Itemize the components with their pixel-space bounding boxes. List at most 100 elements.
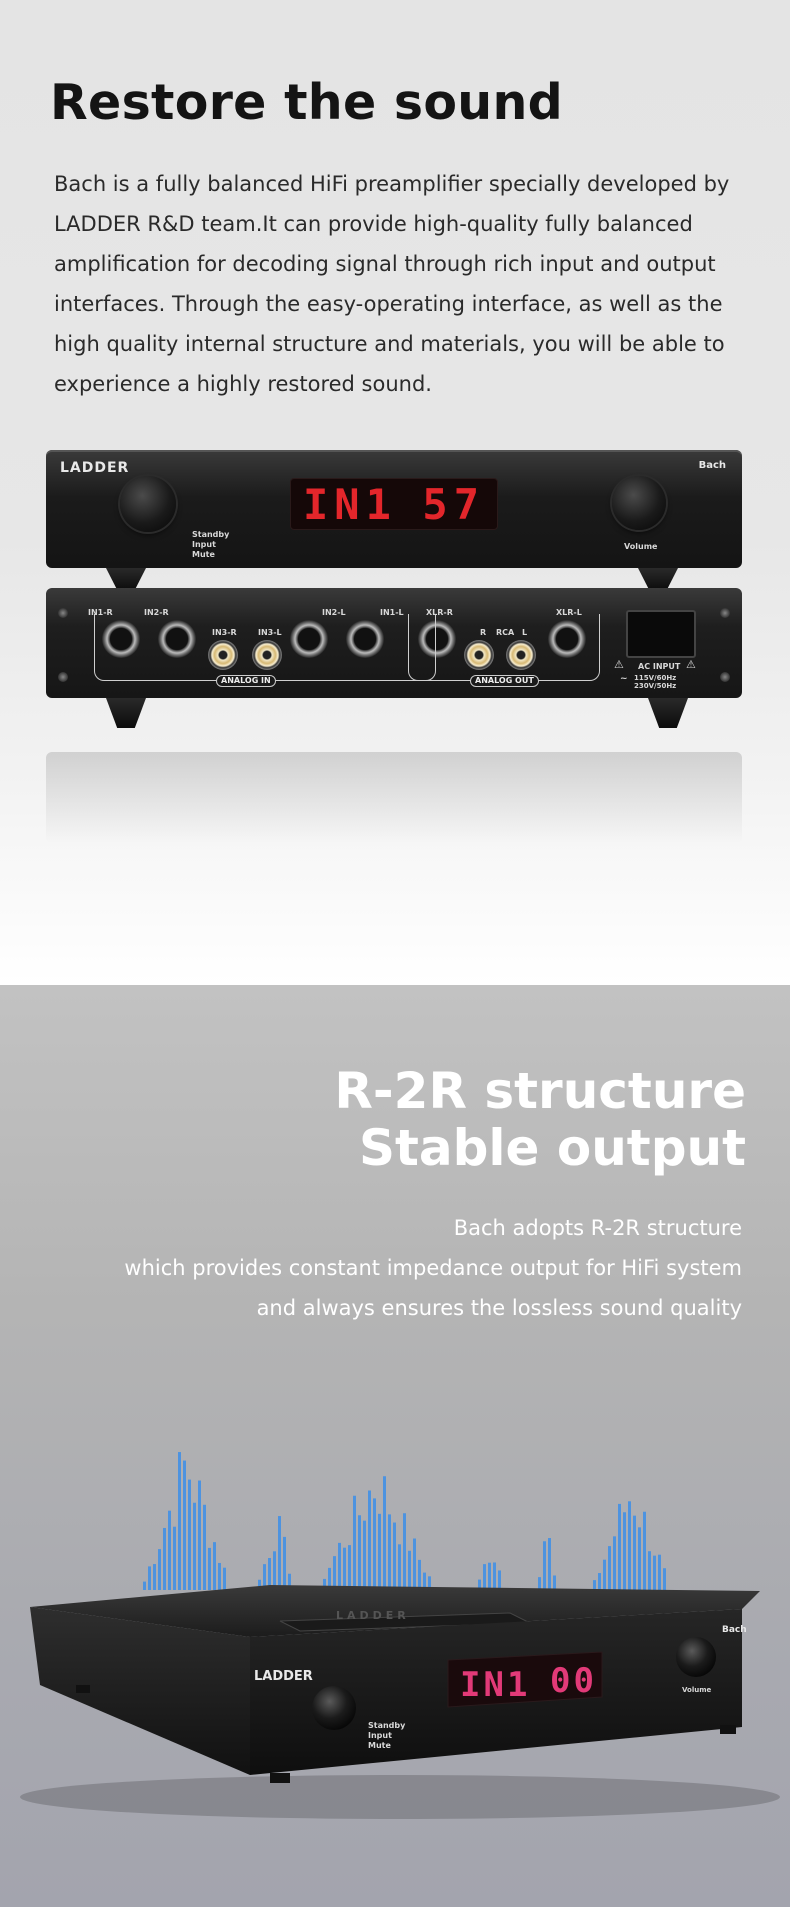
warning-icon: ⚠ (614, 658, 624, 671)
paragraph-line: LADDER R&D team.It can provide high-qual… (54, 212, 693, 236)
wave-bar (633, 1515, 636, 1590)
xlr-out-r-connector (418, 620, 456, 658)
device-shadow (20, 1775, 780, 1819)
ac-input-socket (626, 610, 696, 658)
foot (270, 1773, 290, 1783)
section-r2r-structure: R-2R structure Stable output Bach adopts… (0, 985, 790, 1907)
wave-bar (163, 1527, 166, 1590)
wave-bar (363, 1520, 366, 1590)
screw (720, 672, 730, 682)
voltage-115: 115V/60Hz (634, 674, 677, 682)
top-logo: LADDER (336, 1609, 410, 1622)
display-input: IN1 (303, 479, 397, 529)
wave-bar (403, 1513, 406, 1590)
wave-bar (208, 1547, 211, 1590)
label-input: Input (192, 540, 216, 549)
paragraph-line: experience a highly restored sound. (54, 372, 432, 396)
wave-bar (283, 1536, 286, 1590)
wave-bar (623, 1512, 626, 1590)
wave-bar (648, 1551, 651, 1590)
wave-bar (353, 1495, 356, 1590)
wave-bar (148, 1566, 151, 1590)
voltage-230: 230V/50Hz (634, 682, 677, 690)
label-in1-l: IN1-L (380, 608, 404, 617)
analog-out-bracket (408, 614, 600, 681)
front-display: IN1 57 (290, 478, 498, 530)
paragraph-line: amplification for decoding signal throug… (54, 252, 716, 276)
wave-bar (538, 1577, 541, 1590)
standby-knob-labels: Standby Input Mute (192, 530, 229, 560)
wave-bar (488, 1562, 491, 1590)
label-in3-l: IN3-L (258, 628, 282, 637)
analog-in-label: ANALOG IN (216, 675, 276, 687)
wave-bar (613, 1536, 616, 1590)
device-top (30, 1585, 760, 1637)
screw (720, 608, 730, 618)
wave-bar (273, 1551, 276, 1590)
screw (58, 672, 68, 682)
display-input: IN1 (460, 1665, 531, 1705)
sound-wave-graphic (143, 1452, 666, 1590)
wave-bar (263, 1564, 266, 1590)
wave-bar (478, 1579, 481, 1590)
foot (106, 568, 146, 590)
front-panel-image: LADDER Bach Standby Input Mute IN1 57 Vo… (46, 450, 742, 568)
section-title: R-2R structure Stable output (334, 1063, 746, 1177)
wave-bar (328, 1567, 331, 1590)
wave-bar (388, 1514, 391, 1590)
wave-bar (428, 1576, 431, 1590)
device-side (30, 1607, 250, 1775)
wave-bar (213, 1542, 216, 1590)
subtitle-line: and always ensures the lossless sound qu… (256, 1296, 742, 1320)
section-title: Restore the sound (50, 74, 564, 131)
wave-bar (418, 1559, 421, 1590)
front-display (447, 1651, 603, 1708)
foot (106, 698, 146, 728)
standby-knob-labels: Standby Input Mute (368, 1721, 405, 1751)
analog-in-bracket (94, 614, 436, 681)
wave-bar (223, 1567, 226, 1590)
subtitle-line: Bach adopts R-2R structure (453, 1216, 742, 1240)
rca-out-l-connector (506, 640, 536, 670)
preamp-device-image (20, 1585, 780, 1819)
wave-bar (203, 1504, 206, 1590)
wave-bar (643, 1511, 646, 1590)
label-in2-r: IN2-R (144, 608, 169, 617)
wave-bar (143, 1581, 146, 1590)
wave-bar (333, 1556, 336, 1590)
label-in1-r: IN1-R (88, 608, 113, 617)
title-line-2: Stable output (358, 1119, 746, 1177)
wave-bar (278, 1516, 281, 1590)
xlr-in1-r-connector (102, 620, 140, 658)
title-line-1: R-2R structure (334, 1062, 746, 1120)
wave-bar (258, 1579, 261, 1590)
wave-bar (608, 1546, 611, 1590)
wave-bar (288, 1573, 291, 1590)
wave-bar (598, 1573, 601, 1590)
warning-icon: ⚠ (686, 658, 696, 671)
label-in3-r: IN3-R (212, 628, 237, 637)
label-input: Input (368, 1731, 392, 1740)
label-mute: Mute (368, 1741, 391, 1750)
intro-paragraph: Bach is a fully balanced HiFi preamplifi… (54, 164, 754, 404)
standby-knob (312, 1686, 356, 1730)
section-restore-sound: Restore the sound Bach is a fully balanc… (0, 0, 790, 985)
screw (58, 608, 68, 618)
tilde-symbol: ~ (620, 674, 628, 684)
wave-bar (593, 1580, 596, 1590)
brand-logo: LADDER (60, 460, 130, 476)
wave-bar (158, 1549, 161, 1590)
wave-bar (498, 1570, 501, 1590)
wave-bar (343, 1547, 346, 1590)
label-standby: Standby (192, 530, 230, 539)
label-mute: Mute (192, 550, 215, 559)
label-in2-l: IN2-L (322, 608, 346, 617)
wave-bar (378, 1513, 381, 1590)
label-rca-l: L (522, 628, 528, 637)
wave-bar (188, 1479, 191, 1590)
wave-bar (618, 1503, 621, 1590)
rca-in3-r-connector (208, 640, 238, 670)
xlr-in2-l-connector (290, 620, 328, 658)
label-standby: Standby (368, 1721, 406, 1730)
paragraph-line: high quality internal structure and mate… (54, 332, 725, 356)
